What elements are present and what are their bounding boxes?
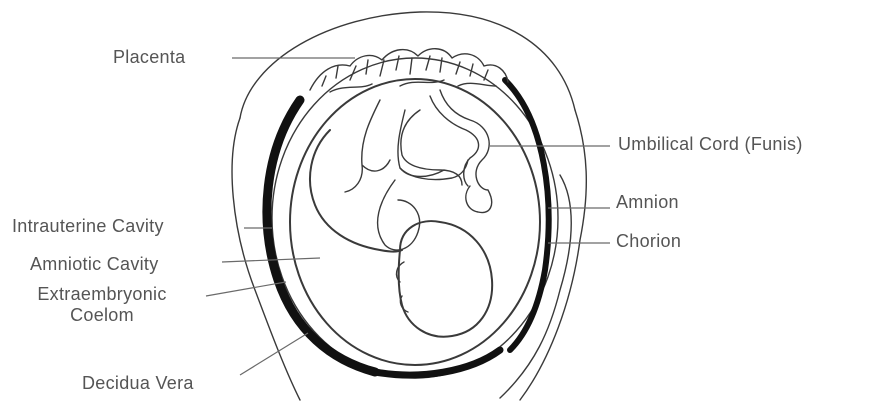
uterine-wall-right bbox=[520, 110, 586, 400]
decidua-vera-band-right bbox=[505, 80, 549, 350]
label-chorion: Chorion bbox=[616, 231, 681, 252]
label-decidua-vera: Decidua Vera bbox=[82, 373, 194, 394]
label-extraembryonic-line1: Extraembryonic bbox=[2, 284, 202, 305]
label-extraembryonic-coelom: Extraembryonic Coelom bbox=[2, 284, 202, 326]
placenta-villi bbox=[322, 56, 496, 92]
umbilical-cord-to-fetus bbox=[401, 110, 462, 185]
label-extraembryonic-line2: Coelom bbox=[2, 305, 202, 326]
fetus-leg bbox=[378, 180, 420, 250]
amnion-ellipse bbox=[290, 79, 540, 365]
fetus-leg-upper bbox=[398, 110, 444, 177]
fetus-head bbox=[399, 221, 492, 337]
label-amnion: Amnion bbox=[616, 192, 679, 213]
extraembryonic-coelom-leader bbox=[206, 282, 286, 296]
label-amniotic-cavity: Amniotic Cavity bbox=[30, 254, 159, 275]
label-placenta: Placenta bbox=[113, 47, 185, 68]
label-umbilical-cord: Umbilical Cord (Funis) bbox=[618, 134, 803, 155]
fetus-arm bbox=[345, 100, 390, 192]
umbilical-cord bbox=[440, 90, 492, 213]
chorion-ellipse bbox=[272, 58, 558, 378]
label-intrauterine-cavity: Intrauterine Cavity bbox=[12, 216, 164, 237]
